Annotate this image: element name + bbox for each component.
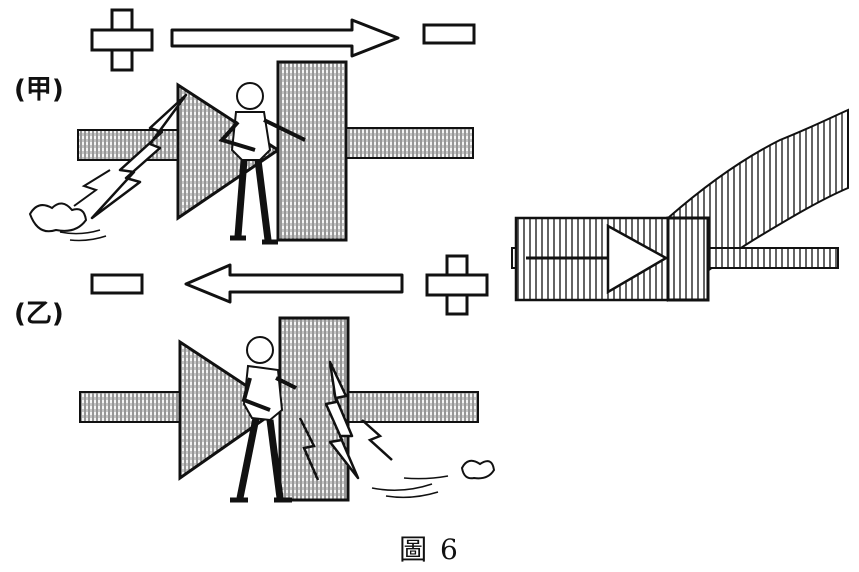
current-arrow-right xyxy=(170,18,400,58)
man-figure-a xyxy=(218,82,306,245)
man-figure-b xyxy=(230,336,297,503)
minus-sign-a xyxy=(422,23,476,45)
diode-cathode-band xyxy=(666,216,710,302)
pipe-b-left xyxy=(79,391,183,423)
panel-b: − + (乙) xyxy=(14,254,496,503)
spark-icon-b3 xyxy=(298,417,320,481)
panel-a-label: (甲) xyxy=(14,75,64,105)
diode-triangle-b xyxy=(178,339,283,481)
spark-icon-b xyxy=(324,360,360,480)
pipe-a-right xyxy=(344,127,474,159)
spark-icon-b2 xyxy=(361,419,393,461)
diode-wire-right xyxy=(705,247,839,269)
figure-caption: 圖 6 xyxy=(399,533,460,566)
panel-a: + − (甲) xyxy=(14,8,476,245)
dust-lines-b xyxy=(371,475,449,499)
dust-cloud-a xyxy=(28,202,88,233)
plus-sign-a xyxy=(90,8,154,72)
panel-b-label: (乙) xyxy=(14,299,64,329)
plus-sign-b xyxy=(425,254,489,316)
spark-icon-a2 xyxy=(73,169,111,207)
diode-triangle-a xyxy=(176,82,281,221)
minus-sign-b xyxy=(90,273,144,295)
current-arrow-left xyxy=(184,263,404,304)
pipe-a-left xyxy=(77,129,179,161)
dust-cloud-b xyxy=(460,459,496,480)
pipe-b-right xyxy=(347,391,479,423)
diode-symbol xyxy=(511,108,849,302)
dust-lines-a xyxy=(59,229,107,242)
spark-icon-a xyxy=(90,93,188,220)
gate-a xyxy=(276,60,348,242)
